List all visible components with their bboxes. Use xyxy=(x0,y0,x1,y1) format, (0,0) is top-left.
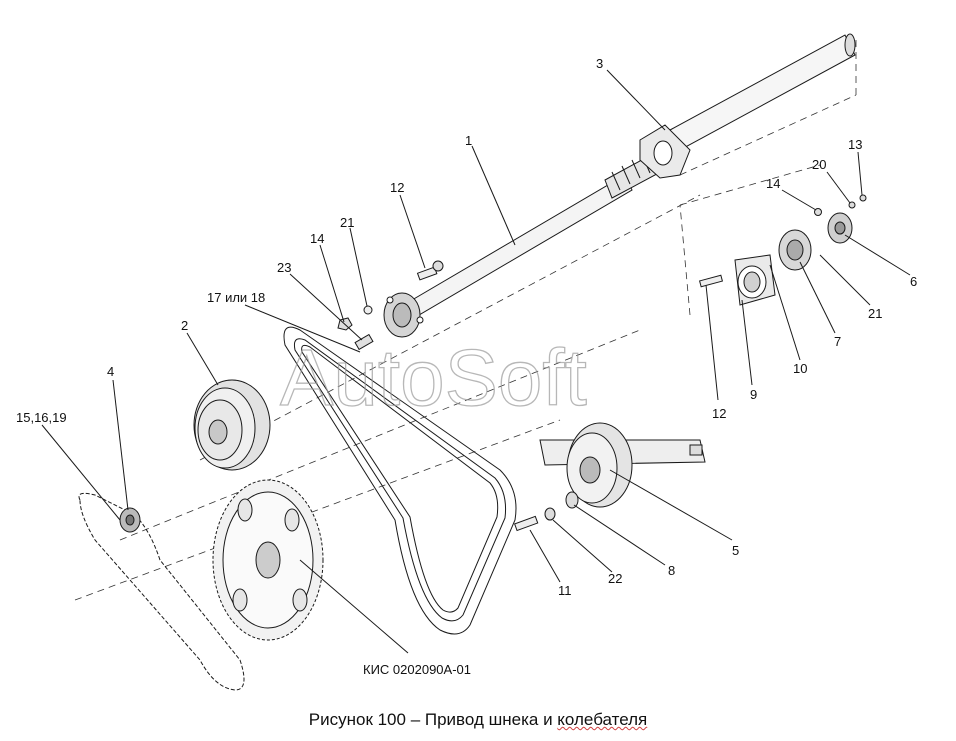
figure-caption: Рисунок 100 – Привод шнека и колебателя xyxy=(0,710,956,730)
label-5: 5 xyxy=(732,543,739,558)
label-14-left: 14 xyxy=(310,231,324,246)
shaft-1 xyxy=(394,149,669,326)
tube-3 xyxy=(639,33,856,179)
label-13: 13 xyxy=(848,137,862,152)
bearing-group xyxy=(698,194,867,306)
label-9: 9 xyxy=(750,387,757,402)
label-17-or-18: 17 или 18 xyxy=(207,290,265,305)
caption-main: Рисунок 100 – Привод шнека и xyxy=(308,710,558,729)
v-belt xyxy=(283,326,517,635)
label-14-right: 14 xyxy=(766,176,780,191)
pulley-2 xyxy=(193,379,271,471)
label-3: 3 xyxy=(596,56,603,71)
part-number-label: КИС 0202090А-01 xyxy=(363,662,471,677)
label-8: 8 xyxy=(668,563,675,578)
small-fasteners-right xyxy=(513,491,579,532)
label-2: 2 xyxy=(181,318,188,333)
label-7: 7 xyxy=(834,334,841,349)
caption-last-word: колебателя xyxy=(557,710,648,729)
label-1: 1 xyxy=(465,133,472,148)
shaft-sprocket-hub xyxy=(383,292,424,338)
label-20: 20 xyxy=(812,157,826,172)
axis-lines xyxy=(74,40,857,601)
label-22: 22 xyxy=(608,571,622,586)
label-12-top: 12 xyxy=(390,180,404,195)
large-sprocket xyxy=(212,479,324,641)
label-4: 4 xyxy=(107,364,114,379)
label-11: 11 xyxy=(558,583,572,598)
label-12-bottom: 12 xyxy=(712,406,726,421)
label-6: 6 xyxy=(910,274,917,289)
label-15-16-19: 15,16,19 xyxy=(16,410,67,425)
drive-chain xyxy=(78,492,245,691)
watermark: AutoSoft xyxy=(280,333,587,422)
label-23: 23 xyxy=(277,260,291,275)
label-21-left: 21 xyxy=(340,215,354,230)
label-10: 10 xyxy=(793,361,807,376)
label-21-right: 21 xyxy=(868,306,882,321)
callout-labels: 1 2 3 4 5 6 7 8 9 10 11 12 12 13 14 14 1… xyxy=(16,56,917,677)
pulley-5 xyxy=(539,422,706,508)
leader-lines xyxy=(41,69,911,654)
